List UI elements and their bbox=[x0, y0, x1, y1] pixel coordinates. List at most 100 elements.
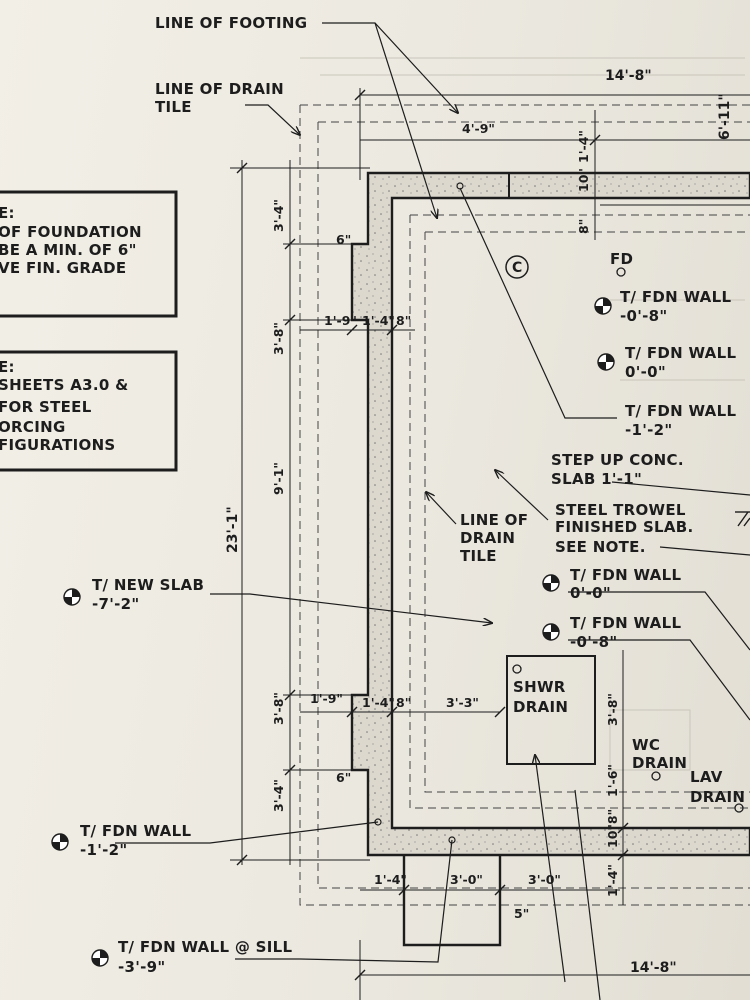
elevation-marker-1: T/ FDN WALL -0'-8" bbox=[594, 288, 731, 325]
dim-8-a: 8" bbox=[396, 313, 411, 328]
note1-line2: OF FOUNDATION bbox=[0, 223, 142, 241]
elevation-marker-2: T/ FDN WALL 0'-0" bbox=[597, 344, 736, 381]
dim-10: 10" bbox=[576, 168, 591, 192]
dim-bottom-3-0-a: 3'-0" bbox=[450, 872, 483, 887]
callout-inner-drain-tile-3: TILE bbox=[460, 547, 497, 565]
dim-1-9-a: 1'-9" bbox=[324, 313, 357, 328]
callout-shwr-drain-1: SHWR bbox=[513, 678, 566, 696]
callout-steel-trowel-2: FINISHED SLAB. bbox=[555, 518, 694, 536]
elev-7-value: -1'-2" bbox=[80, 841, 128, 859]
elevation-marker-8: T/ FDN WALL @ SILL -3'-9" bbox=[91, 938, 292, 976]
dim-bottom-overall: 14'-8" bbox=[630, 960, 677, 976]
dimension-lines bbox=[230, 88, 750, 1000]
elev-1-value: -0'-8" bbox=[620, 307, 668, 325]
dim-right-3-8: 3'-8" bbox=[605, 693, 620, 726]
sill-footing bbox=[402, 855, 502, 947]
leader-lines bbox=[115, 22, 750, 1000]
note2-line3: FOR STEEL bbox=[0, 398, 92, 416]
callout-steel-trowel-3: SEE NOTE. bbox=[555, 538, 646, 556]
callout-wc-drain-2: DRAIN bbox=[632, 754, 687, 772]
elev-4-value: 0'-0" bbox=[570, 584, 611, 602]
elevation-marker-4: T/ FDN WALL 0'-0" bbox=[542, 566, 681, 602]
elev-6-label: T/ NEW SLAB bbox=[92, 576, 204, 594]
leader-dot bbox=[456, 182, 464, 190]
elev-2-value: 0'-0" bbox=[625, 363, 666, 381]
dim-6-a: 6" bbox=[336, 232, 351, 247]
shower-drain-box bbox=[506, 655, 596, 765]
callout-steel-trowel-1: STEEL TROWEL bbox=[555, 501, 686, 519]
dim-left-3-8-b: 3'-8" bbox=[271, 692, 286, 725]
leader-dot bbox=[374, 818, 382, 826]
ghost-lines bbox=[300, 57, 745, 771]
elev-2-label: T/ FDN WALL bbox=[625, 344, 736, 362]
elevation-marker-7: T/ FDN WALL -1'-2" bbox=[51, 822, 191, 859]
elevation-marker-5: T/ FDN WALL -0'-8" bbox=[542, 614, 681, 651]
callout-inner-drain-tile-1: LINE OF bbox=[460, 511, 528, 529]
note-box-1 bbox=[0, 190, 178, 318]
elev-6-value: -7'-2" bbox=[92, 595, 140, 613]
dim-left-3-8-a: 3'-8" bbox=[271, 322, 286, 355]
elev-7-label: T/ FDN WALL bbox=[80, 822, 191, 840]
shower-drain-symbol bbox=[512, 664, 522, 674]
elev-5-value: -0'-8" bbox=[570, 633, 618, 651]
callout-lav-drain-2: DRAIN bbox=[690, 788, 745, 806]
lav-drain-symbol bbox=[734, 803, 744, 813]
elev-3-value: -1'-2" bbox=[625, 421, 673, 439]
footing-outline bbox=[299, 104, 750, 906]
callout-lav-drain-1: LAV bbox=[690, 768, 723, 786]
dim-left-3-4-a: 3'-4" bbox=[271, 199, 286, 232]
elev-4-label: T/ FDN WALL bbox=[570, 566, 681, 584]
foundation-wall bbox=[350, 171, 750, 857]
note-box-2 bbox=[0, 350, 178, 472]
elev-8-label: T/ FDN WALL @ SILL bbox=[118, 938, 292, 956]
dim-1-4-a: 1'-4" bbox=[362, 313, 395, 328]
note2-line2: SHEETS A3.0 & bbox=[0, 376, 129, 394]
dim-8-b: 8" bbox=[396, 695, 411, 710]
section-mark-label: C bbox=[512, 260, 522, 276]
dim-8-top: 8" bbox=[576, 219, 591, 234]
elevation-marker-6: T/ NEW SLAB -7'-2" bbox=[63, 576, 204, 613]
leader-dot bbox=[448, 836, 456, 844]
dim-1-4-top: 1'-4" bbox=[576, 130, 591, 163]
dim-1-4-b: 1'-4" bbox=[362, 695, 395, 710]
wc-drain-symbol bbox=[651, 771, 661, 781]
callout-fd: FD bbox=[610, 250, 633, 268]
elev-5-label: T/ FDN WALL bbox=[570, 614, 681, 632]
elevation-note-3: T/ FDN WALL -1'-2" bbox=[625, 402, 736, 439]
stair-hatch bbox=[735, 511, 750, 527]
dim-6-b: 6" bbox=[336, 770, 351, 785]
elev-1-label: T/ FDN WALL bbox=[620, 288, 731, 306]
callout-shwr-drain-2: DRAIN bbox=[513, 698, 568, 716]
dim-left-3-4-b: 3'-4" bbox=[271, 779, 286, 812]
note2-line4: ORCING bbox=[0, 418, 66, 436]
note1-line4: VE FIN. GRADE bbox=[0, 259, 126, 277]
dim-top-right: 6'-11" bbox=[717, 93, 733, 140]
note1-line1: E: bbox=[0, 204, 15, 222]
dim-3-3: 3'-3" bbox=[446, 695, 479, 710]
floor-drain-symbol bbox=[616, 267, 626, 277]
dim-bottom-1-4: 1'-4" bbox=[374, 872, 407, 887]
dim-bottom-3-0-b: 3'-0" bbox=[528, 872, 561, 887]
dim-right-1-4: 1'-4" bbox=[605, 864, 620, 897]
callout-wc-drain-1: WC bbox=[632, 736, 660, 754]
elev-3-label: T/ FDN WALL bbox=[625, 402, 736, 420]
interior-drain-tile bbox=[409, 214, 750, 809]
note1-line3: BE A MIN. OF 6" bbox=[0, 241, 137, 259]
dim-1-9-b: 1'-9" bbox=[310, 691, 343, 706]
callout-inner-drain-tile-2: DRAIN bbox=[460, 529, 515, 547]
callout-line-of-drain-tile-1: LINE OF DRAIN bbox=[155, 80, 284, 98]
section-mark-circle bbox=[505, 255, 529, 279]
dim-right-10-8: 10"8" bbox=[605, 809, 620, 848]
dim-4-9: 4'-9" bbox=[462, 121, 495, 136]
dim-right-1-6: 1'-6" bbox=[605, 764, 620, 797]
dim-left-overall: 23'-1" bbox=[225, 506, 241, 553]
callout-step-up-2: SLAB 1'-1" bbox=[551, 470, 642, 488]
callout-line-of-footing: LINE OF FOOTING bbox=[155, 14, 307, 32]
note2-line5: FIGURATIONS bbox=[0, 436, 116, 454]
dim-bottom-5: 5" bbox=[514, 906, 529, 921]
dim-left-9-1: 9'-1" bbox=[271, 462, 286, 495]
dimension-ticks bbox=[236, 89, 629, 981]
callout-step-up-1: STEP UP CONC. bbox=[551, 451, 684, 469]
